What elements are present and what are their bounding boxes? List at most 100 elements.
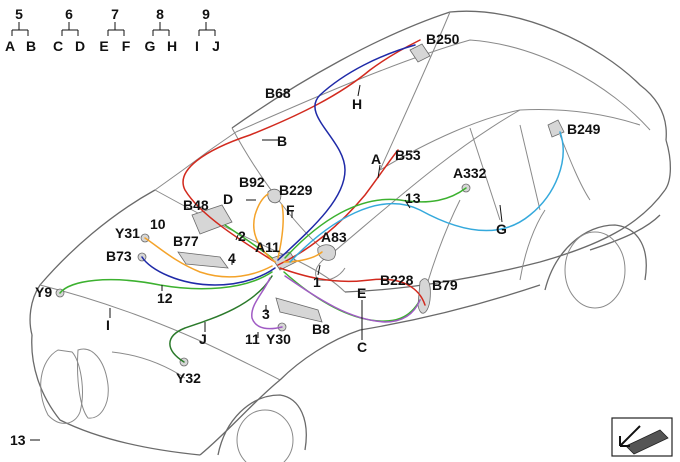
legend-bracket-7 (107, 22, 125, 36)
label-3: 3 (262, 306, 270, 322)
hood-front-line (29, 189, 156, 336)
front-bumper (31, 334, 201, 456)
rear-wheel (564, 231, 626, 309)
leader-1 (317, 264, 321, 276)
leader-2 (235, 234, 239, 241)
label-a83: A83 (321, 229, 347, 245)
label-i: I (106, 317, 110, 333)
wire-harness (59, 39, 564, 363)
wire-blue-12 (141, 256, 276, 286)
label-b: B (277, 133, 287, 149)
legend-left-6: C (53, 38, 63, 54)
wire-orange-a83 (283, 251, 323, 263)
legend-num-9: 9 (202, 6, 210, 22)
wire-orange-d (253, 193, 276, 263)
icon-plane (625, 429, 669, 455)
label-j: J (199, 331, 207, 347)
windshield-top-edge (379, 11, 451, 171)
label-11: 11 (245, 331, 260, 347)
footer-ref: 13 (10, 432, 26, 448)
label-b8: B8 (312, 321, 330, 337)
front-wheel (236, 409, 294, 462)
bumper-corner (199, 379, 281, 456)
legend: 5 A B 6 C D 7 E F 8 G H 9 I J (5, 6, 220, 54)
wire-red-roof (182, 39, 421, 263)
legend-left-5: A (5, 38, 15, 54)
label-b250: B250 (426, 31, 460, 47)
legend-left-8: G (145, 38, 156, 54)
wire-purple-c (284, 275, 421, 323)
label-d: D (223, 191, 233, 207)
legend-left-7: E (99, 38, 108, 54)
icon-arrow (619, 425, 641, 447)
label-y30: Y30 (266, 331, 291, 347)
label-b228: B228 (380, 272, 414, 288)
front-window-top (379, 109, 521, 171)
window-base-line (329, 109, 641, 256)
legend-left-9: I (195, 38, 199, 54)
wire-green-j (169, 275, 273, 363)
legend-num-6: 6 (65, 6, 73, 22)
wire-red-lower (279, 267, 426, 306)
label-b68: B68 (265, 85, 291, 101)
legend-num-7: 7 (111, 6, 119, 22)
label-b48: B48 (183, 197, 209, 213)
legend-right-9: J (212, 38, 220, 54)
label-12: 12 (157, 290, 173, 306)
cowl-line (154, 131, 237, 191)
front-wheel-arch (217, 394, 307, 456)
b77-module (177, 251, 229, 269)
lower-sill (279, 284, 541, 381)
legend-group-6: 6 C D (53, 6, 85, 54)
label-b249: B249 (567, 121, 601, 137)
c-pillar-front (519, 124, 541, 211)
a-pillar-line (231, 127, 331, 256)
legend-group-8: 8 G H (145, 6, 178, 54)
label-b53: B53 (395, 147, 421, 163)
grille-left (40, 349, 83, 424)
label-f: F (286, 202, 295, 218)
label-b77: B77 (173, 233, 199, 249)
b92-sensor (267, 188, 282, 204)
label-y32: Y32 (176, 370, 201, 386)
label-b92: B92 (239, 174, 265, 190)
rear-wheel-arch (544, 224, 647, 291)
rear-window-edge (559, 134, 591, 201)
components (55, 43, 565, 367)
legend-group-9: 9 I J (195, 6, 220, 54)
roof-inner-line (235, 39, 651, 133)
legend-bracket-9 (198, 22, 216, 36)
b79-sensor (417, 278, 431, 314)
leader-g (499, 204, 503, 223)
legend-group-7: 7 E F (99, 6, 130, 54)
view-direction-icon (611, 417, 673, 457)
label-g: G (496, 221, 507, 237)
legend-num-5: 5 (15, 6, 23, 22)
grille-right (77, 348, 109, 419)
rear-end-line (664, 139, 672, 191)
leader-a (377, 164, 381, 179)
b8-module (275, 297, 323, 323)
legend-right-5: B (26, 38, 36, 54)
legend-bracket-6 (61, 22, 79, 36)
label-b73: B73 (106, 248, 132, 264)
label-13: 13 (405, 190, 421, 206)
leader-lines (30, 84, 503, 441)
body-side-line (344, 189, 666, 293)
b-pillar (469, 127, 501, 221)
wire-purple-11 (251, 277, 283, 330)
wire-green-i (59, 271, 273, 294)
label-a11: A11 (255, 239, 280, 255)
rear-bumper (589, 214, 661, 251)
roof-top-line (231, 10, 667, 141)
legend-bracket-5 (11, 22, 29, 36)
label-y9: Y9 (35, 284, 52, 300)
wire-blue-h (277, 44, 416, 261)
wire-orange-f (277, 204, 284, 259)
label-b79: B79 (432, 277, 458, 293)
wire-orange-10 (144, 237, 273, 278)
wire-red-a (277, 149, 399, 266)
label-4: 4 (228, 250, 236, 266)
